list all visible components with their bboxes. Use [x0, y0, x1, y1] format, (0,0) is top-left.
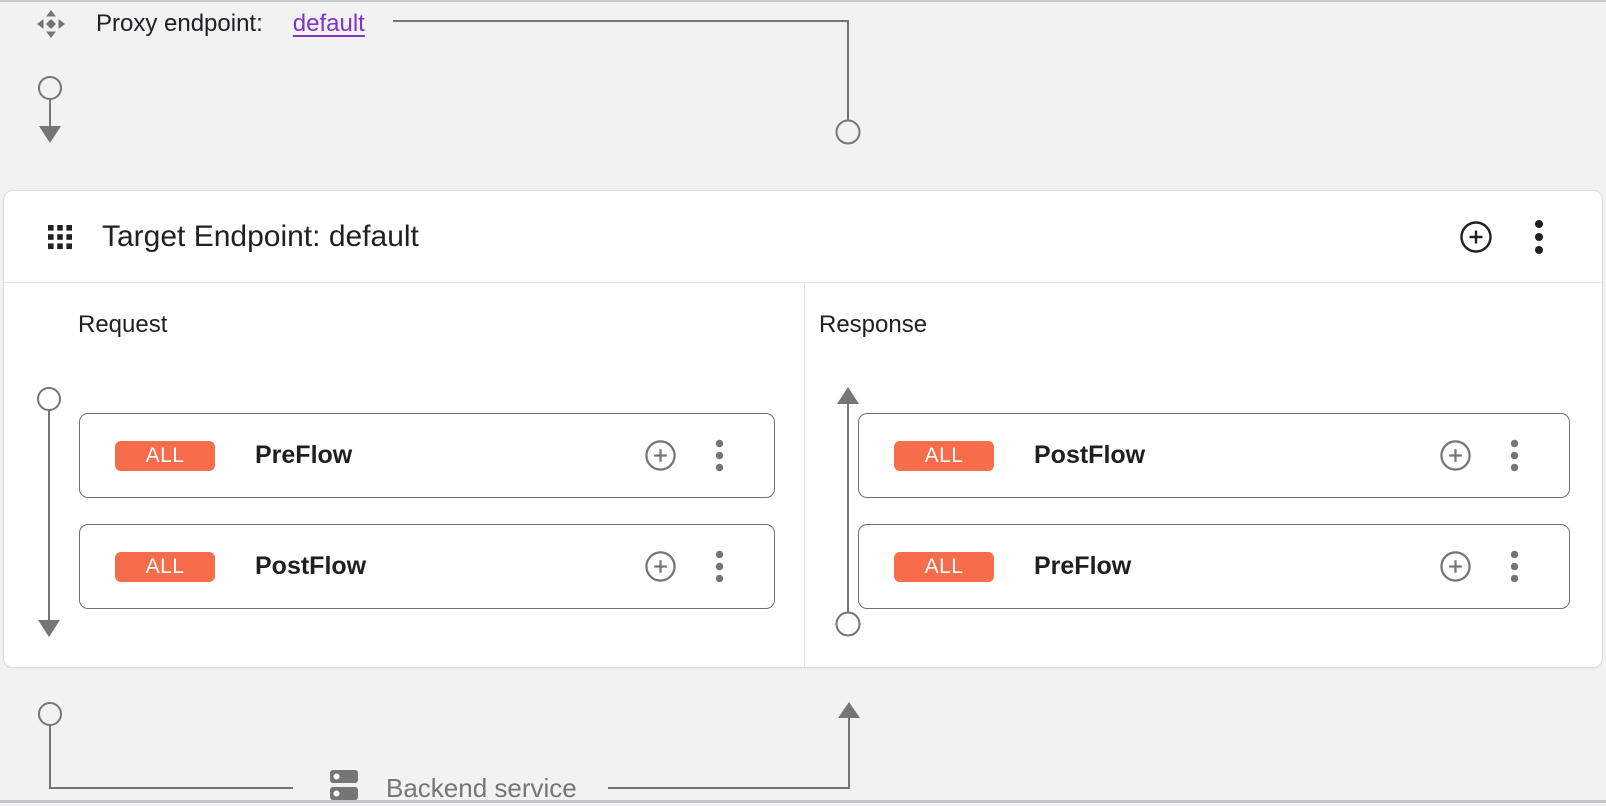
proxy-endpoint-icon [37, 10, 65, 38]
backend-service-row: Backend service [330, 770, 577, 805]
target-menu-button[interactable] [1534, 219, 1544, 255]
add-circle-icon [1460, 220, 1492, 253]
response-panel-title: Response [819, 311, 928, 338]
more-vert-icon [1510, 550, 1519, 583]
backend-service-label: Backend service [386, 773, 577, 803]
target-endpoint-body: Request Response ALL PreFlow ALL PostFlo… [4, 283, 1602, 667]
target-endpoint-card: Target Endpoint: default Request Respons… [3, 190, 1603, 668]
flow-menu-button[interactable] [1510, 550, 1519, 583]
condition-badge: ALL [894, 551, 994, 582]
more-vert-icon [715, 550, 724, 583]
request-response-divider [804, 283, 805, 667]
flow-name: PostFlow [255, 552, 367, 580]
add-circle-icon [1440, 440, 1471, 471]
condition-badge: ALL [894, 440, 994, 471]
target-add-button[interactable] [1459, 220, 1493, 254]
arrow-down-icon [39, 126, 61, 143]
target-endpoint-title: Target Endpoint: default [102, 219, 419, 253]
target-endpoint-header: Target Endpoint: default [4, 191, 1602, 283]
flow-row-request-postflow[interactable]: ALL PostFlow [79, 524, 775, 609]
add-circle-icon [645, 551, 676, 582]
more-vert-icon [1510, 439, 1519, 472]
flow-add-button[interactable] [644, 439, 677, 472]
proxy-endpoint-link[interactable]: default [292, 10, 365, 37]
flow-menu-button[interactable] [1510, 439, 1519, 472]
apps-grid-icon [48, 224, 72, 249]
canvas-bottom-border [0, 800, 1606, 803]
flow-row-request-preflow[interactable]: ALL PreFlow [79, 413, 775, 498]
proxy-endpoint-label: Proxy endpoint: [96, 10, 263, 37]
more-vert-icon [715, 439, 724, 472]
proxy-endpoint-row: Proxy endpoint: default [36, 8, 365, 40]
arrow-up-icon [838, 702, 860, 718]
canvas-top-border [0, 0, 1606, 2]
flow-menu-button[interactable] [715, 550, 724, 583]
condition-badge: ALL [115, 551, 215, 582]
backend-service-icon [330, 770, 358, 800]
more-vert-icon [1535, 219, 1543, 254]
flow-name: PreFlow [1034, 552, 1132, 580]
flow-add-button[interactable] [644, 550, 677, 583]
flow-row-response-postflow[interactable]: ALL PostFlow [858, 413, 1570, 498]
request-panel-title: Request [78, 311, 168, 338]
condition-badge: ALL [115, 440, 215, 471]
flow-row-response-preflow[interactable]: ALL PreFlow [858, 524, 1570, 609]
add-circle-icon [1440, 551, 1471, 582]
flow-name: PreFlow [255, 441, 353, 469]
flow-name: PostFlow [1034, 441, 1146, 469]
add-circle-icon [645, 440, 676, 471]
flow-add-button[interactable] [1439, 550, 1472, 583]
flow-add-button[interactable] [1439, 439, 1472, 472]
flow-menu-button[interactable] [715, 439, 724, 472]
